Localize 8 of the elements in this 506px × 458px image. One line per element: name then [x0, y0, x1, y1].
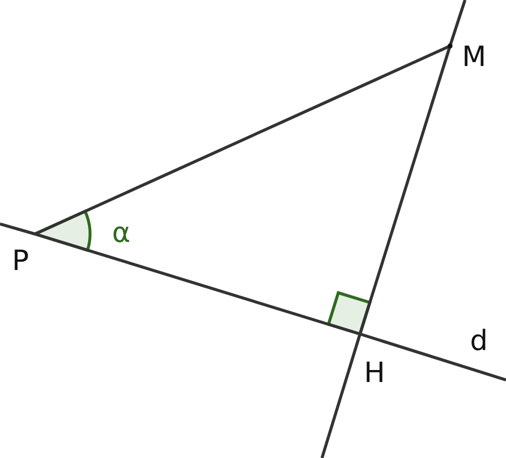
- point-label: M: [462, 42, 486, 72]
- point-label: P: [12, 246, 29, 276]
- line-segment: [358, 46, 452, 334]
- line-segment: [34, 232, 360, 336]
- angle-label: α: [112, 218, 130, 248]
- point-label: H: [364, 358, 386, 388]
- line-label: d: [470, 326, 488, 356]
- line-segment: [34, 44, 451, 236]
